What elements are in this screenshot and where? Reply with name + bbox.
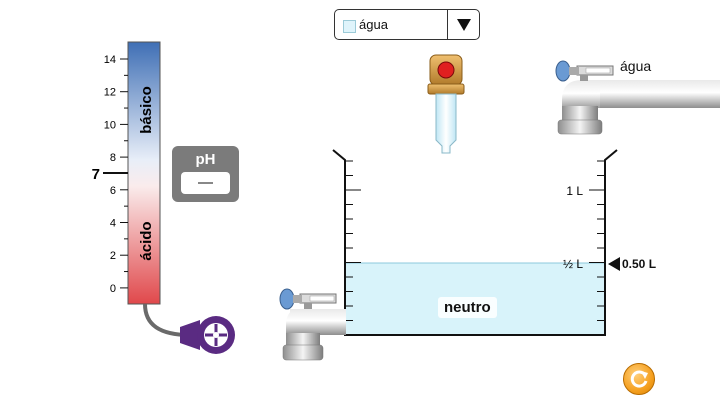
select-divider	[447, 10, 448, 39]
water-faucet-label: água	[620, 58, 652, 74]
ph-meter-value: —	[181, 172, 230, 194]
solute-dropper[interactable]	[427, 54, 465, 154]
volume-readout: 0.50 L	[622, 257, 657, 271]
ph-scale: 14 12 10 8 6 4 2 0 7 básico ácido	[92, 41, 161, 305]
ph-tick-label: 0	[110, 283, 116, 295]
neutral-label: 7	[92, 166, 100, 183]
drain-faucet	[282, 293, 346, 361]
ph-probe[interactable]	[180, 316, 235, 354]
water-faucet	[557, 65, 720, 135]
basic-label: básico	[138, 86, 155, 134]
solute-select-value: água	[359, 17, 388, 32]
mark-half: ½ L	[563, 257, 583, 271]
reset-icon	[630, 370, 648, 388]
ph-tick-label: 8	[110, 152, 116, 164]
drain-faucet-handle[interactable]	[279, 288, 302, 310]
chevron-down-icon[interactable]	[457, 19, 471, 31]
dropper-button[interactable]	[437, 61, 455, 79]
solute-swatch	[343, 20, 356, 33]
volume-indicator-arrow	[608, 257, 620, 271]
ph-meter-title: pH	[195, 151, 216, 168]
ph-tick-label: 2	[110, 250, 116, 262]
ph-tick-label: 10	[104, 119, 116, 131]
ph-tick-label: 6	[110, 185, 116, 197]
ph-meter: pH —	[172, 146, 239, 202]
acidic-label: ácido	[138, 221, 155, 260]
water-faucet-handle[interactable]	[555, 60, 579, 82]
ph-tick-label: 12	[104, 87, 116, 99]
reset-button[interactable]	[623, 363, 655, 395]
mark-1l: 1 L	[566, 184, 583, 198]
ph-tick-label: 4	[110, 218, 116, 230]
solute-select[interactable]: água	[334, 9, 480, 40]
ph-scale-bar	[127, 41, 161, 305]
ph-tick-label: 14	[104, 54, 116, 66]
solution-label: neutro	[438, 297, 497, 318]
